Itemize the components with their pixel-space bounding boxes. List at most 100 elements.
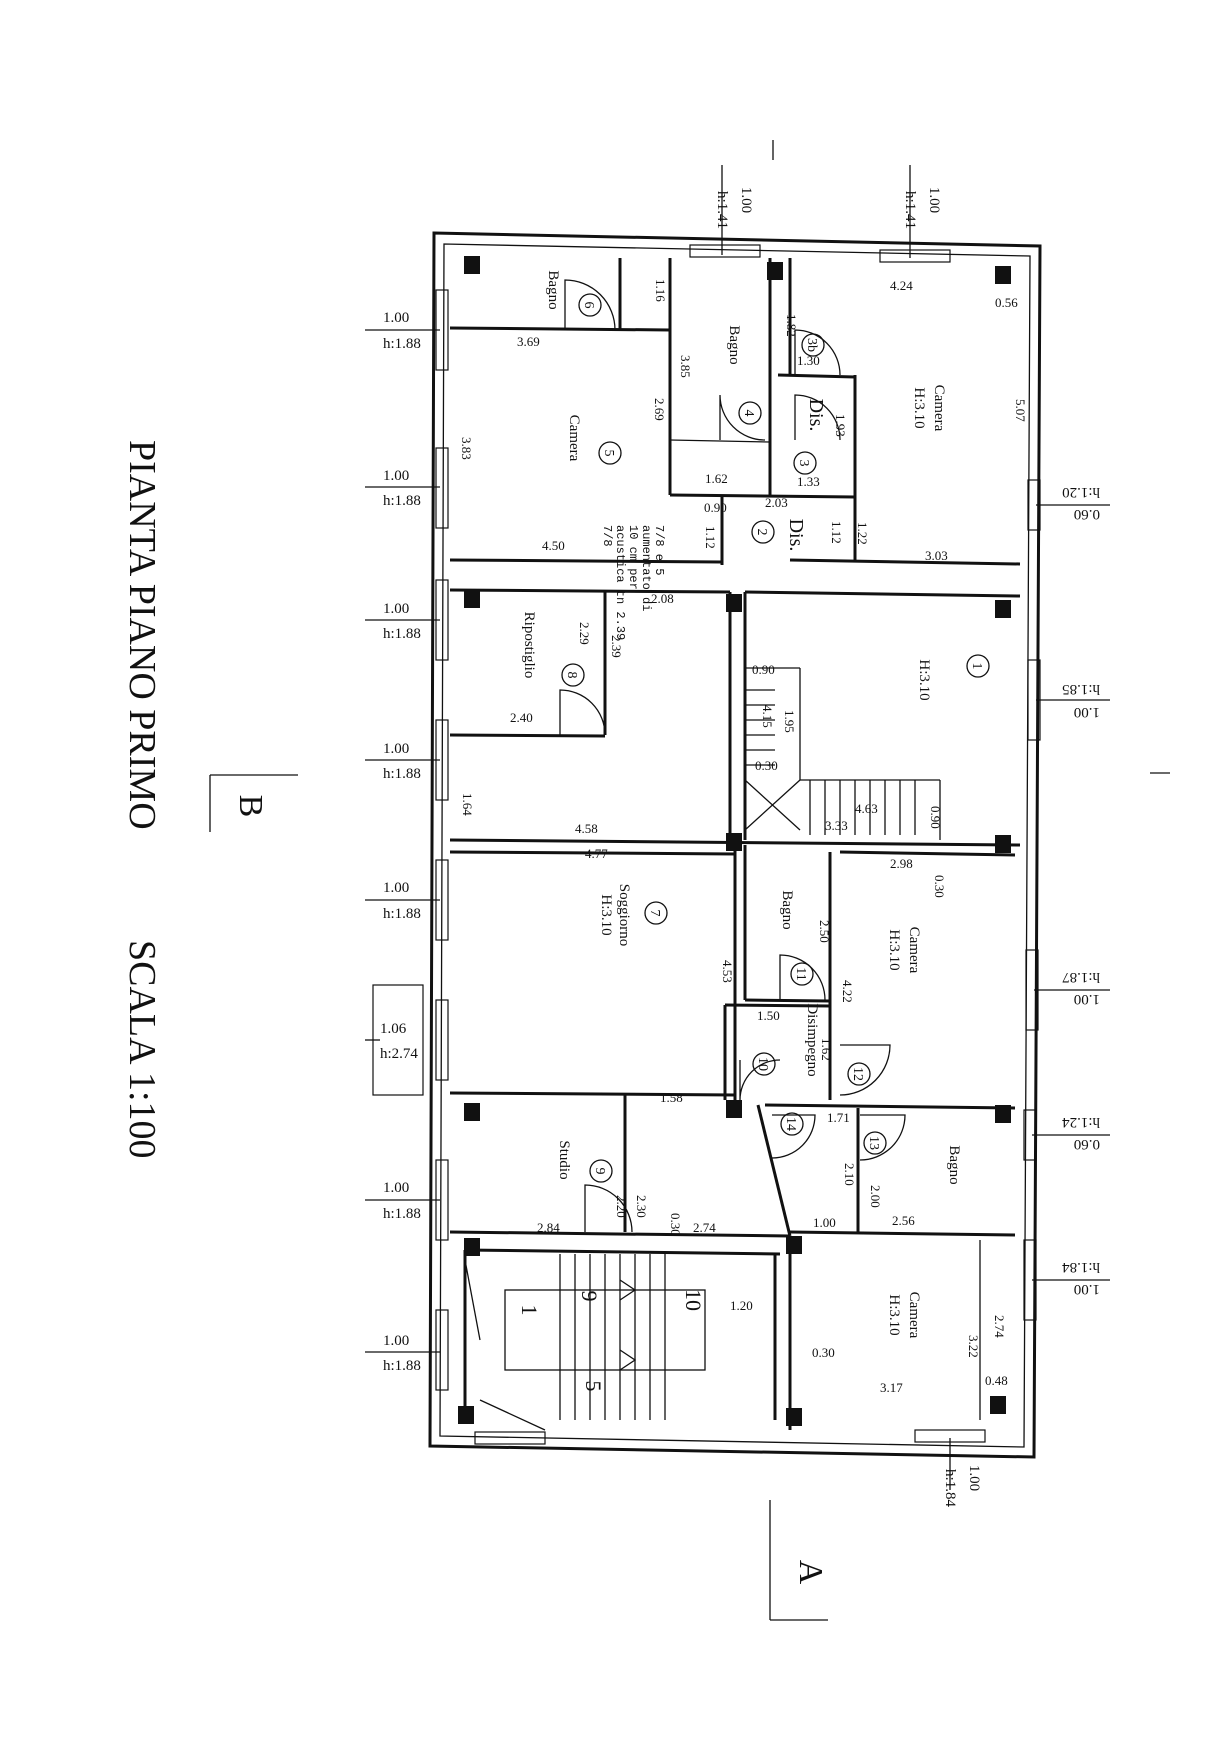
dimension: 3.17	[880, 1380, 903, 1395]
stair-number: 1	[517, 1305, 542, 1316]
window-height: h:1.20	[1062, 484, 1100, 500]
dimension: 2.00	[868, 1185, 883, 1208]
window-width: 1.00	[1074, 704, 1100, 720]
dimension: 1.82	[784, 314, 799, 337]
dimension: 4.50	[542, 538, 565, 553]
dimension: 2.10	[842, 1163, 857, 1186]
window-height: h:1.88	[383, 493, 421, 509]
dimension: 2.50	[817, 920, 832, 943]
window-height: h:1.88	[383, 336, 421, 352]
window-width: 1.00	[383, 468, 409, 484]
dimension: 1.64	[460, 793, 475, 816]
window-width: 1.00	[738, 187, 754, 213]
dimension: 1.58	[660, 1090, 683, 1105]
stair-number: 5	[581, 1381, 606, 1392]
window-height: h:1.84	[1062, 1259, 1100, 1275]
note-line: 7/8	[600, 525, 614, 547]
window-height: h:1.88	[383, 766, 421, 782]
dimension: 4.15	[760, 705, 775, 728]
window-width: 1.06	[380, 1021, 407, 1037]
room-height: H:3.10	[886, 929, 902, 970]
window-width: 1.00	[383, 310, 409, 326]
dimension: 1.00	[813, 1215, 836, 1230]
room-height: H:3.10	[598, 894, 614, 935]
window-width: 1.00	[926, 187, 942, 213]
room-number: 3	[796, 460, 811, 467]
dimension: 1.93	[833, 414, 848, 437]
window-width: 1.00	[966, 1465, 982, 1491]
room-name: Bagno	[779, 890, 795, 929]
room-number: 8	[564, 672, 579, 679]
dimension: 2.69	[652, 398, 667, 421]
dimension: 3.22	[966, 1335, 981, 1358]
window-width: 0.60	[1074, 506, 1100, 522]
dimension: 0.30	[932, 875, 947, 898]
window-height: h:1.88	[383, 906, 421, 922]
dimension: 4.22	[840, 980, 855, 1003]
dimension: 0.90	[928, 806, 943, 829]
window-height: h:1.41	[714, 191, 730, 229]
dimension: 2.30	[634, 1195, 649, 1218]
room-name: Camera	[566, 415, 582, 462]
room-number: 7	[647, 910, 662, 917]
room-number: 3b	[804, 338, 819, 352]
room-name: Soggiorno	[616, 884, 632, 947]
room-name: Bagno	[946, 1145, 962, 1184]
dimension: 1.62	[819, 1038, 834, 1061]
dimension: 1.95	[782, 710, 797, 733]
dimension: 1.16	[653, 279, 668, 302]
title-block: PIANTA PIANO PRIMO SCALA 1:100	[121, 440, 163, 1159]
room-number: 5	[601, 450, 616, 457]
room-number: 1	[969, 663, 984, 670]
note-line: acustica tn 2.39	[613, 525, 627, 640]
room-name: Disimpegno	[804, 1003, 820, 1076]
window-leaders	[365, 165, 1110, 1490]
dimension: 1.50	[757, 1008, 780, 1023]
window-width: 1.00	[1074, 1281, 1100, 1297]
room-number: 4	[741, 410, 756, 417]
dimension: 2.08	[651, 591, 674, 606]
stair-numbers: 10 9 1 5	[517, 1289, 706, 1392]
dimension: 1.30	[797, 353, 820, 368]
window-height: h:1.84	[942, 1469, 958, 1507]
window-width: 1.00	[383, 601, 409, 617]
room-height: H:3.10	[911, 387, 927, 428]
dimension: 1.62	[705, 471, 728, 486]
plan-scale: SCALA 1:100	[121, 940, 163, 1159]
dimension: 1.22	[855, 522, 870, 545]
dimension: 4.24	[890, 278, 913, 293]
dimension: 2.98	[890, 856, 913, 871]
dimension: 2.74	[693, 1220, 716, 1235]
room-labels: H:3.10 Dis. Dis. Bagno Camera Bagno Sogg…	[521, 270, 962, 1338]
room-number: 6	[581, 302, 596, 309]
stair-number: 9	[577, 1291, 602, 1302]
room-number: 14	[783, 1117, 798, 1131]
room-number: 10	[755, 1057, 770, 1071]
room-name: Bagno	[545, 270, 561, 309]
dimension: 1.12	[703, 526, 718, 549]
dimension: 2.40	[510, 710, 533, 725]
acoustic-note: 7/8 e 5 aumentato di 10 cm per acustica …	[600, 525, 666, 640]
room-height: H:3.10	[886, 1294, 902, 1335]
plan-title: PIANTA PIANO PRIMO	[121, 440, 163, 830]
window-height: h:1.24	[1062, 1114, 1100, 1130]
dimension: 4.63	[855, 801, 878, 816]
dimension: 3.83	[459, 437, 474, 460]
window-width: 1.00	[1074, 991, 1100, 1007]
dimension: 1.12	[829, 521, 844, 544]
dimension: 4.53	[720, 960, 735, 983]
room-name: Dis.	[805, 399, 827, 432]
window-height: h:1.87	[1062, 969, 1100, 985]
section-label-a: A	[792, 1560, 829, 1585]
stair-south	[464, 1254, 706, 1431]
dimension: 0.30	[755, 758, 778, 773]
outer-walls	[428, 231, 1042, 1459]
room-name: Bagno	[726, 325, 742, 364]
dimension: 0.56	[995, 295, 1018, 310]
room-number: 2	[754, 529, 769, 536]
room-name: Camera	[931, 385, 947, 432]
dimension: 4.77	[585, 846, 608, 861]
window-width: 0.60	[1074, 1136, 1100, 1152]
pillars	[458, 256, 1011, 1426]
